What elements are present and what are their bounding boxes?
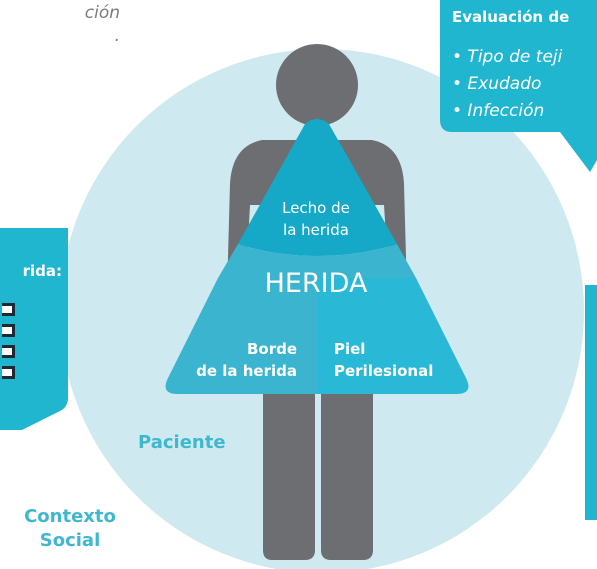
top-caption: ción . — [0, 2, 120, 48]
checkbox-3[interactable] — [2, 345, 15, 358]
wound-edge-label-line-2: de la herida — [196, 362, 297, 380]
checkbox-4[interactable] — [2, 366, 15, 379]
patient-left-leg — [263, 385, 315, 560]
evaluation-item-exudate: • Exudado — [452, 74, 542, 94]
evaluation-title: Evaluación de — [452, 8, 570, 26]
triangle-wound-edge — [165, 278, 317, 394]
perilesional-skin-label: Piel Perilesional — [334, 338, 433, 382]
top-caption-line-1: ción — [84, 3, 120, 23]
social-context-label-line-2: Social — [39, 530, 101, 551]
right-callout-box — [585, 285, 597, 520]
patient-right-leg — [321, 385, 373, 560]
wound-edge-label-line-1: Borde — [246, 340, 297, 358]
wound-bed-label-line-2: la herida — [283, 221, 349, 239]
left-box-title: rida: — [22, 262, 62, 280]
perilesional-skin-label-line-1: Piel — [334, 340, 366, 358]
triangle-perilesional-skin — [317, 278, 469, 394]
evaluation-item-infection: • Infección — [452, 101, 545, 121]
wound-edge-label: Borde de la herida — [152, 338, 297, 382]
social-context-label-line-1: Contexto — [24, 506, 116, 527]
triangle-wound-center — [218, 244, 416, 278]
evaluation-list: • Tipo de teji • Exudado • Infección — [452, 44, 562, 125]
social-context-label: Contexto Social — [16, 505, 124, 553]
wound-label: HERIDA — [264, 268, 368, 299]
wound-bed-label: Lecho de la herida — [266, 197, 366, 241]
patient-head — [276, 44, 358, 126]
patient-label: Paciente — [138, 432, 226, 453]
checkbox-1[interactable] — [2, 303, 15, 316]
perilesional-skin-label-line-2: Perilesional — [334, 362, 434, 380]
top-caption-line-2: . — [114, 26, 120, 46]
evaluation-item-tissue-type: • Tipo de teji — [452, 47, 563, 67]
wound-bed-label-line-1: Lecho de — [282, 199, 350, 217]
left-callout-box — [0, 228, 68, 430]
wound-triangle — [165, 119, 469, 394]
triangle-wound-bed — [238, 119, 397, 256]
checkbox-2[interactable] — [2, 324, 15, 337]
evaluation-callout-box — [440, 0, 597, 172]
